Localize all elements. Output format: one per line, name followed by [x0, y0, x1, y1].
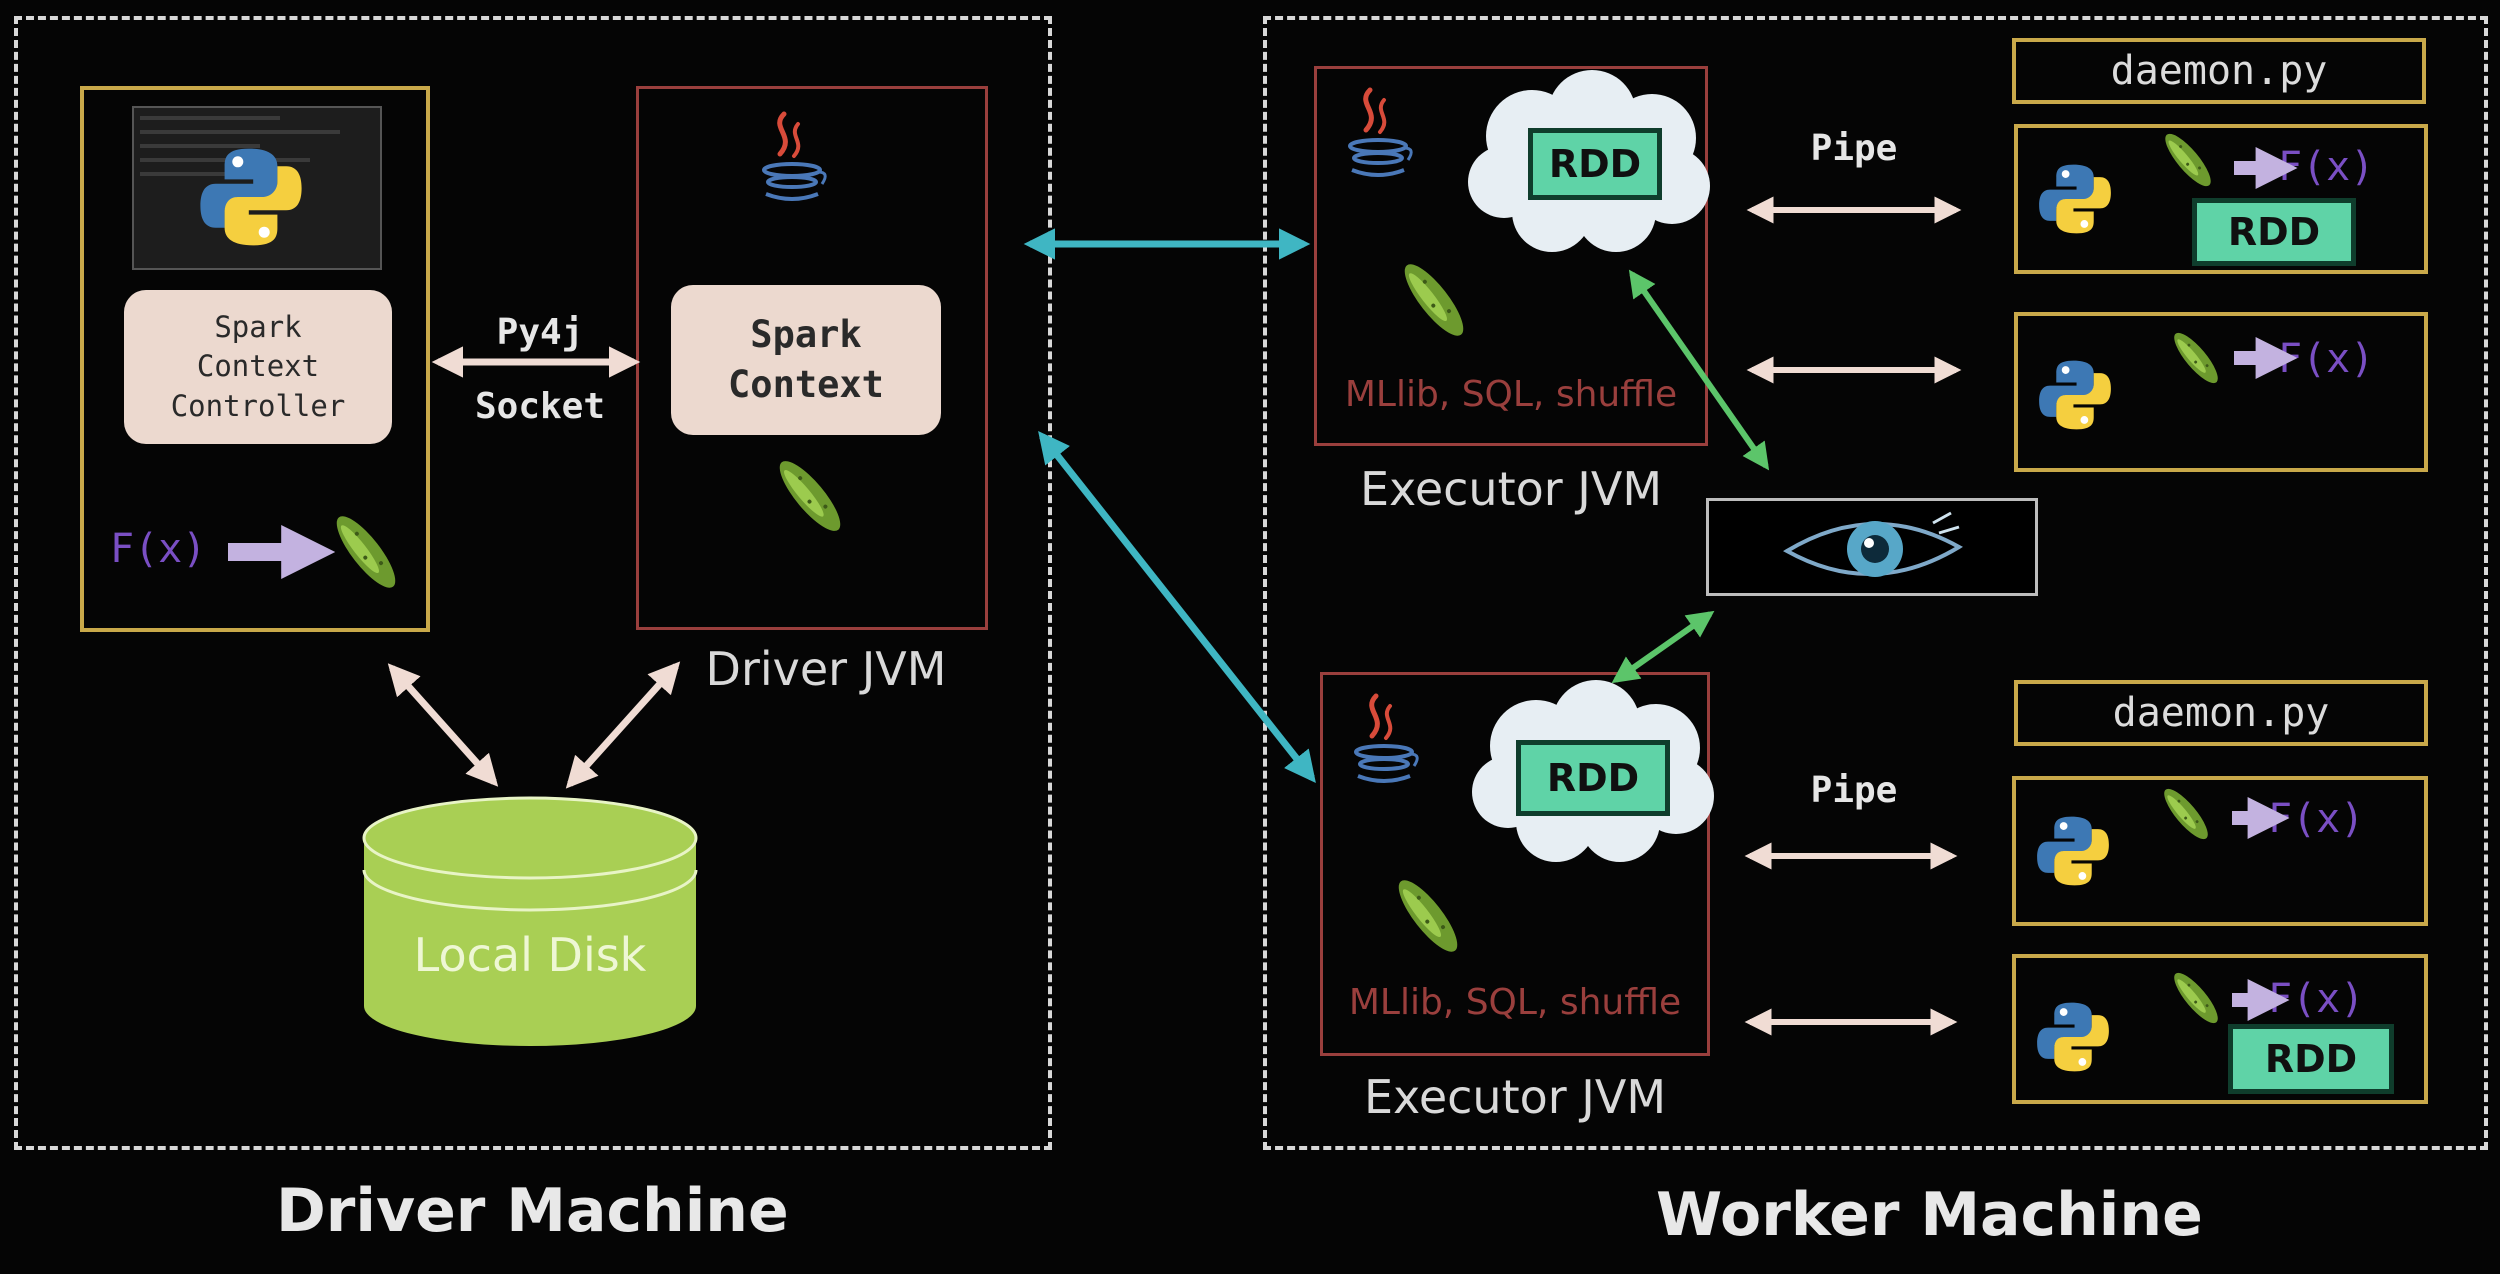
pipe-label-2: Pipe — [1810, 770, 1898, 811]
worker-4-fx: F(x) — [2268, 976, 2365, 1022]
worker-1-fx: F(x) — [2278, 144, 2375, 190]
python-logo-icon — [200, 148, 302, 246]
executor-2-label: Executor JVM — [1363, 1070, 1667, 1124]
python-worker-2 — [2014, 312, 2428, 472]
executor-jvm-box-2 — [1320, 672, 1710, 1056]
python-worker-1 — [2014, 124, 2428, 274]
executor-1-label: Executor JVM — [1359, 462, 1663, 516]
driver-jvm-label: Driver JVM — [705, 642, 947, 696]
python-worker-3 — [2012, 776, 2428, 926]
spark-context: Spark Context — [671, 285, 941, 435]
spark-context-controller: Spark Context Controller — [124, 290, 392, 444]
worker-machine-title: Worker Machine — [1656, 1180, 2203, 1250]
eye-logo-box — [1706, 498, 2038, 596]
executor-2-libs: MLlib, SQL, shuffle — [1348, 982, 1682, 1023]
eye-logo-icon — [1783, 511, 1963, 577]
driver-python-process-box: Spark Context Controller F(x) — [80, 86, 430, 632]
worker-2-fx: F(x) — [2278, 336, 2375, 382]
local-disk-label: Local Disk — [413, 928, 647, 982]
daemon-py-2: daemon.py — [2014, 680, 2428, 746]
worker-3-fx: F(x) — [2268, 796, 2365, 842]
executor-1-rdd: RDD — [1528, 128, 1662, 200]
worker-1-rdd: RDD — [2192, 198, 2356, 266]
worker-4-rdd: RDD — [2228, 1024, 2394, 1094]
executor-2-rdd: RDD — [1516, 740, 1670, 816]
daemon-py-1: daemon.py — [2012, 38, 2426, 104]
python-worker-4 — [2012, 954, 2428, 1104]
driver-jvm-box: Spark Context — [636, 86, 988, 630]
driver-machine-title: Driver Machine — [276, 1176, 789, 1246]
disk-cylinder-icon — [362, 796, 698, 1046]
executor-jvm-box-1 — [1314, 66, 1708, 446]
pipe-label-1: Pipe — [1810, 128, 1898, 169]
driver-fx-label: F(x) — [110, 526, 207, 572]
py4j-socket-label: Py4j Socket — [474, 312, 606, 427]
executor-1-libs: MLlib, SQL, shuffle — [1344, 374, 1678, 415]
